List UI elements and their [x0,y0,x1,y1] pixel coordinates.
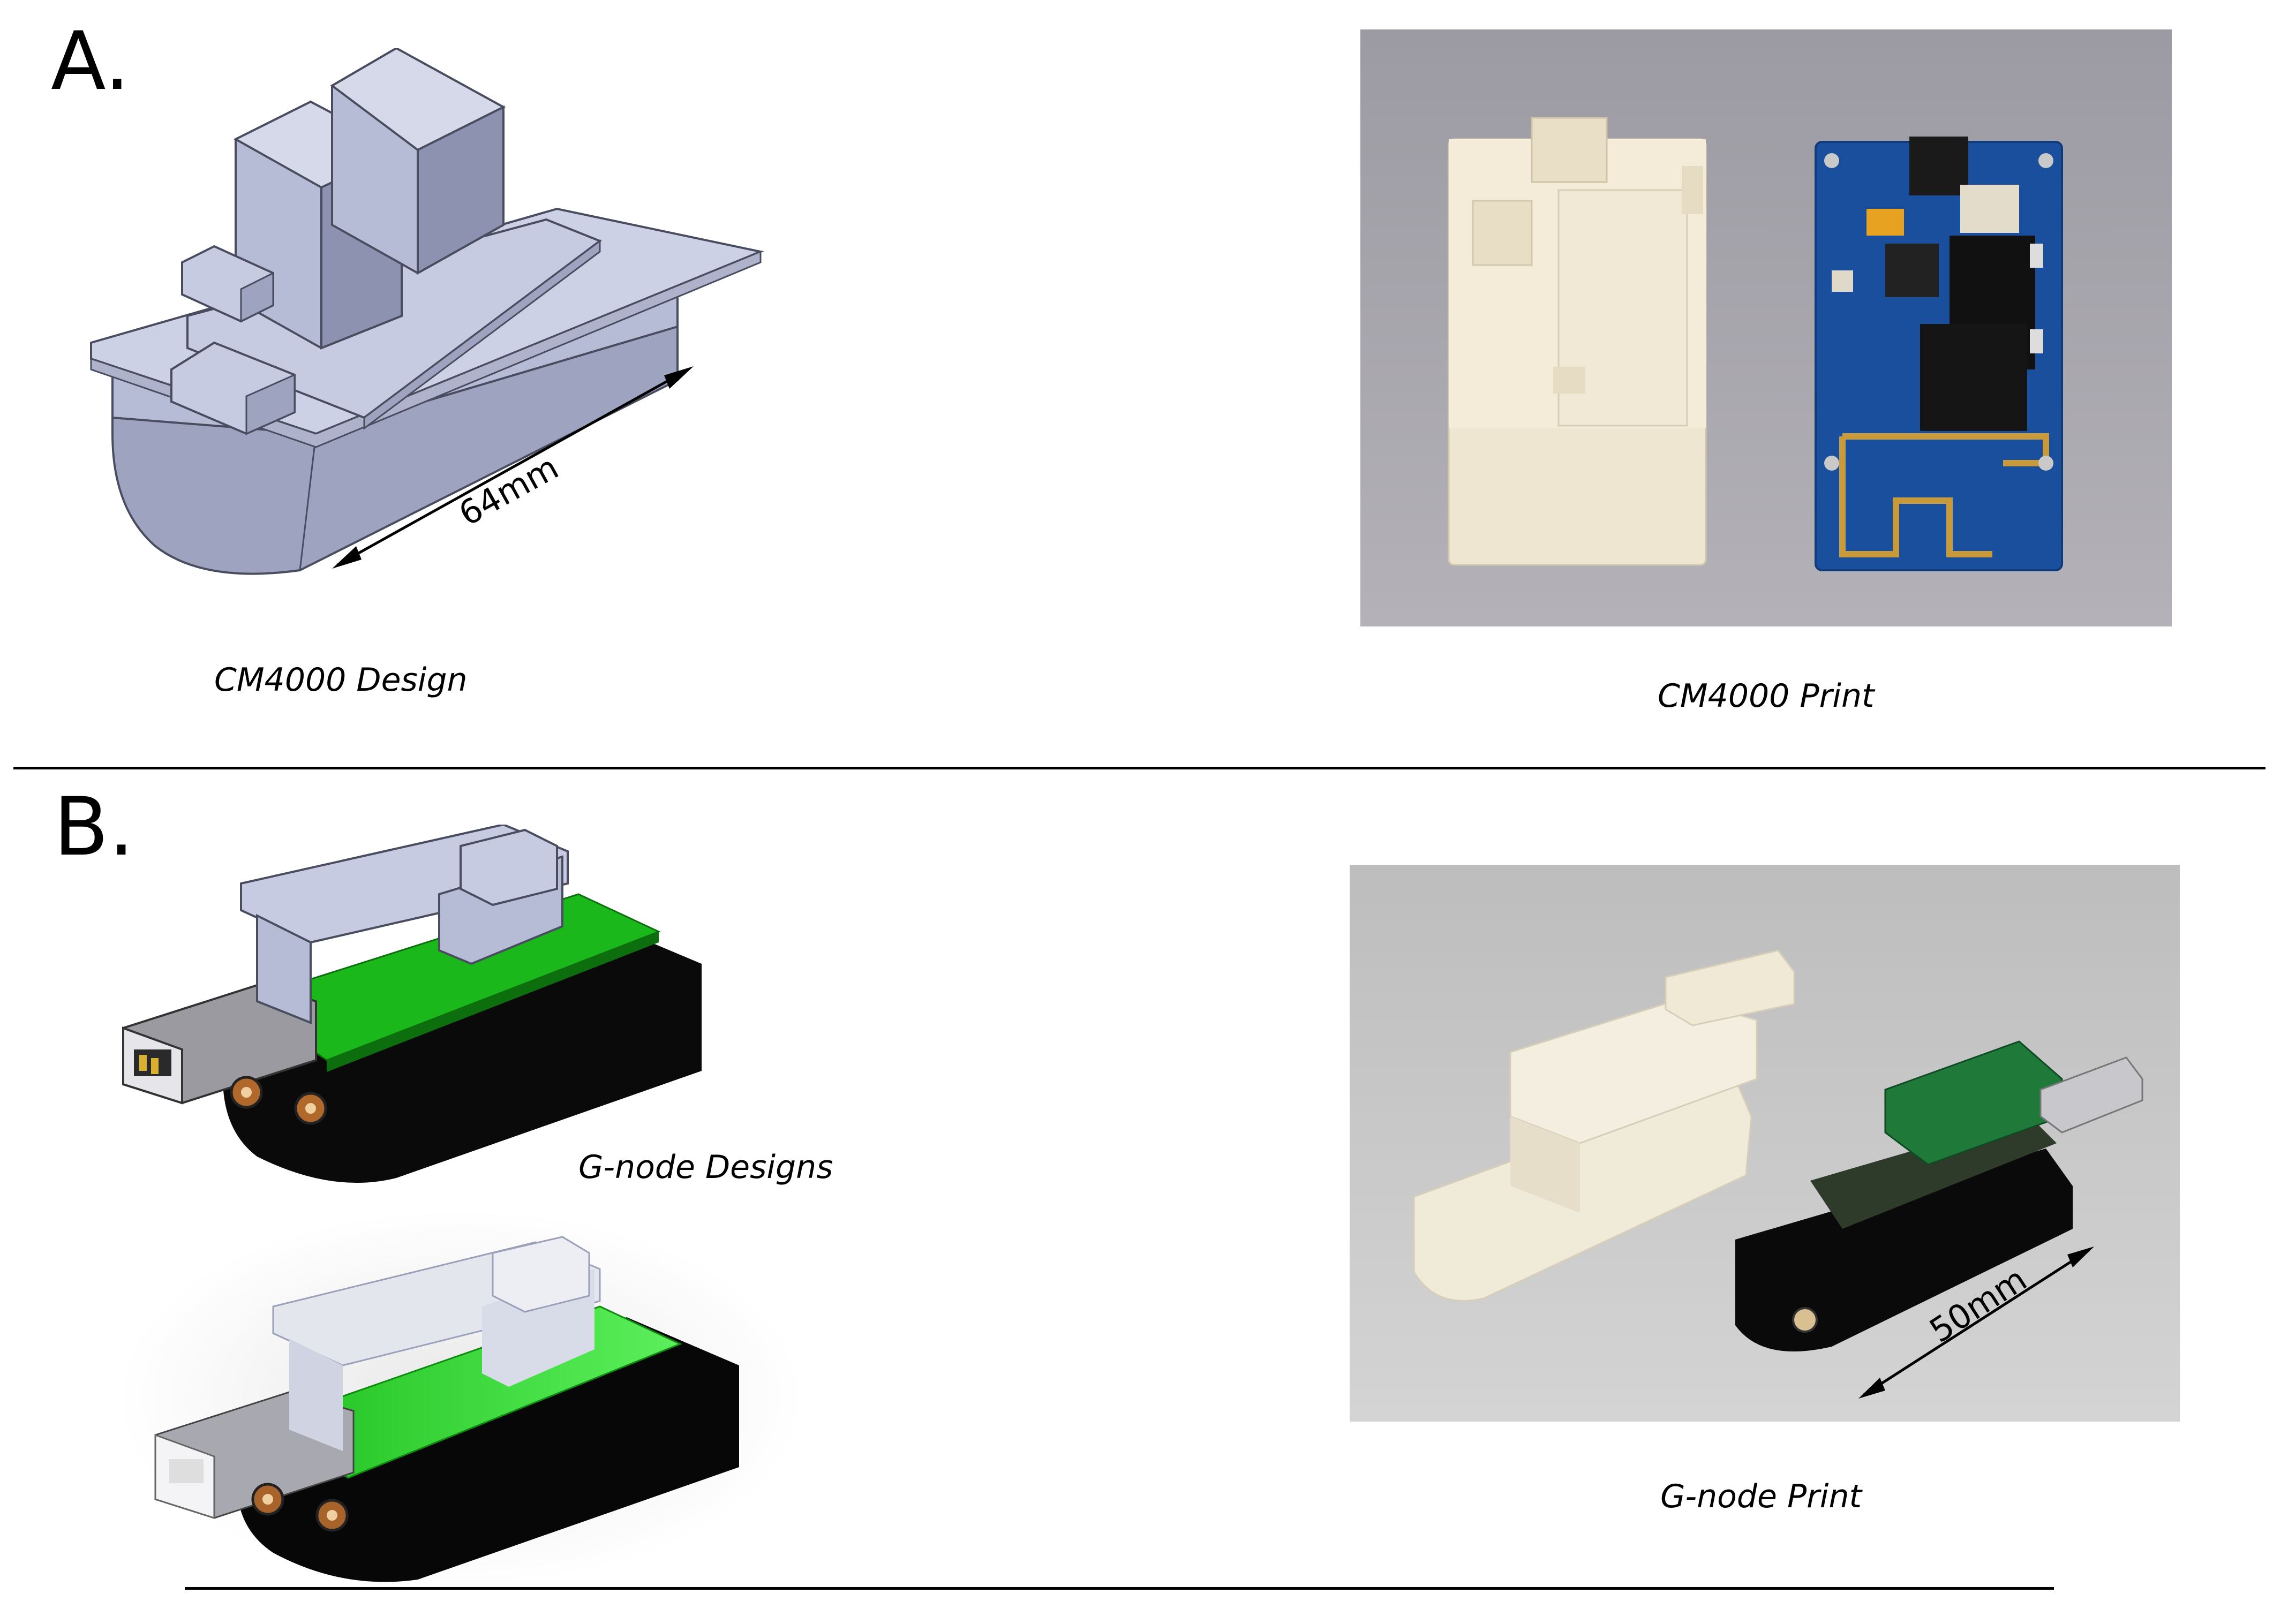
gnode-print-photo: 50mm [1350,865,2180,1422]
bottom-rule [185,1587,2054,1590]
gnode-design-render-shaded [118,1210,803,1585]
gnode-print-caption: G-node Print [1660,1478,1862,1515]
panel-a-label: A. [51,15,130,108]
cm4000-print-caption: CM4000 Print [1658,677,1875,715]
cm4000-design-caption: CM4000 Design [214,661,468,699]
gnode-designs-caption: G-node Designs [578,1149,833,1186]
cm4000-design-render: 64mm [90,48,764,575]
panel-divider [13,767,2266,769]
cm4000-print-photo [1360,29,2172,626]
gnode-design-render-outline [122,825,702,1183]
panel-b-label: B. [54,781,134,874]
